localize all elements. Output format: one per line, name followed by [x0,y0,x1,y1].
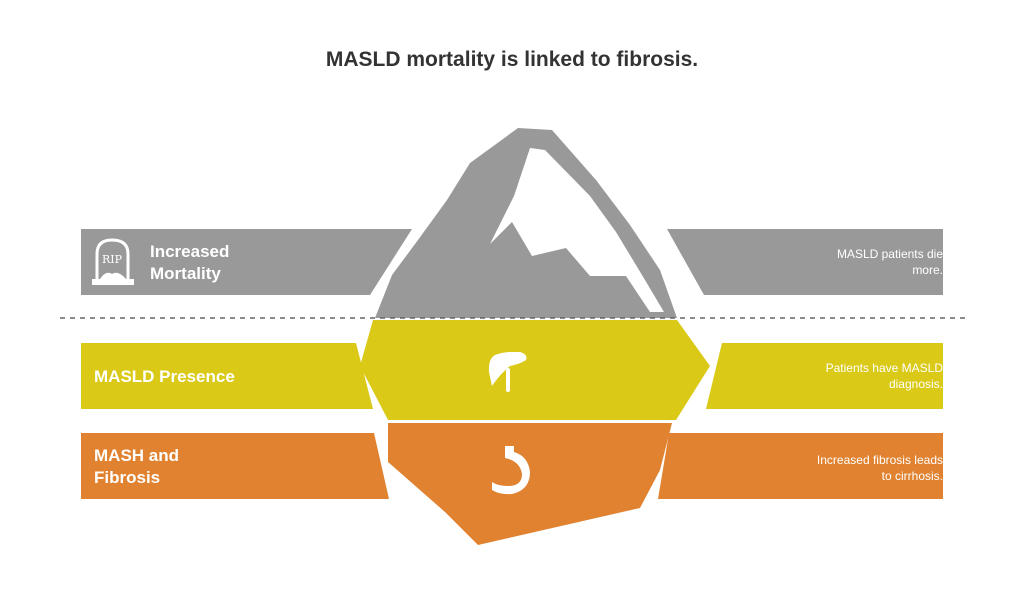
description-masld-line1: Patients have MASLD [825,361,943,375]
label-masld-presence: MASLD Presence [94,367,235,386]
iceberg-middle [360,320,710,420]
band-right-mortality [667,229,943,295]
band-left-mortality [81,229,412,295]
description-mash-line2: to cirrhosis. [881,469,943,483]
band-left-masld [81,343,373,409]
description-masld: Patients have MASLD diagnosis. [826,360,943,392]
description-mortality-line2: more. [912,263,943,277]
description-mortality-line1: MASLD patients die [836,247,943,261]
label-mortality-line2: Mortality [150,264,221,283]
label-mash-fibrosis: MASH and Fibrosis [94,445,179,489]
description-mortality: MASLD patients die more. [837,246,943,278]
description-masld-line2: diagnosis. [888,377,943,391]
description-mash-line1: Increased fibrosis leads [816,453,943,467]
band-right-masld [706,343,943,409]
label-mortality: Increased Mortality [150,241,229,285]
band-left-mash [81,433,389,499]
liver-icon [488,352,527,392]
stomach-icon [492,446,530,495]
label-mortality-line1: Increased [150,242,230,261]
rip-tombstone-icon: RIP [92,238,134,285]
tombstone-text: RIP [102,253,123,266]
iceberg-snow [490,148,664,312]
label-mash-line2: Fibrosis [94,468,161,487]
label-mash-line1: MASH and [94,446,179,465]
description-mash: Increased fibrosis leads to cirrhosis. [817,452,943,484]
band-right-mash [658,433,943,499]
page-title: MASLD mortality is linked to fibrosis. [325,48,699,71]
iceberg-bottom [388,423,672,545]
